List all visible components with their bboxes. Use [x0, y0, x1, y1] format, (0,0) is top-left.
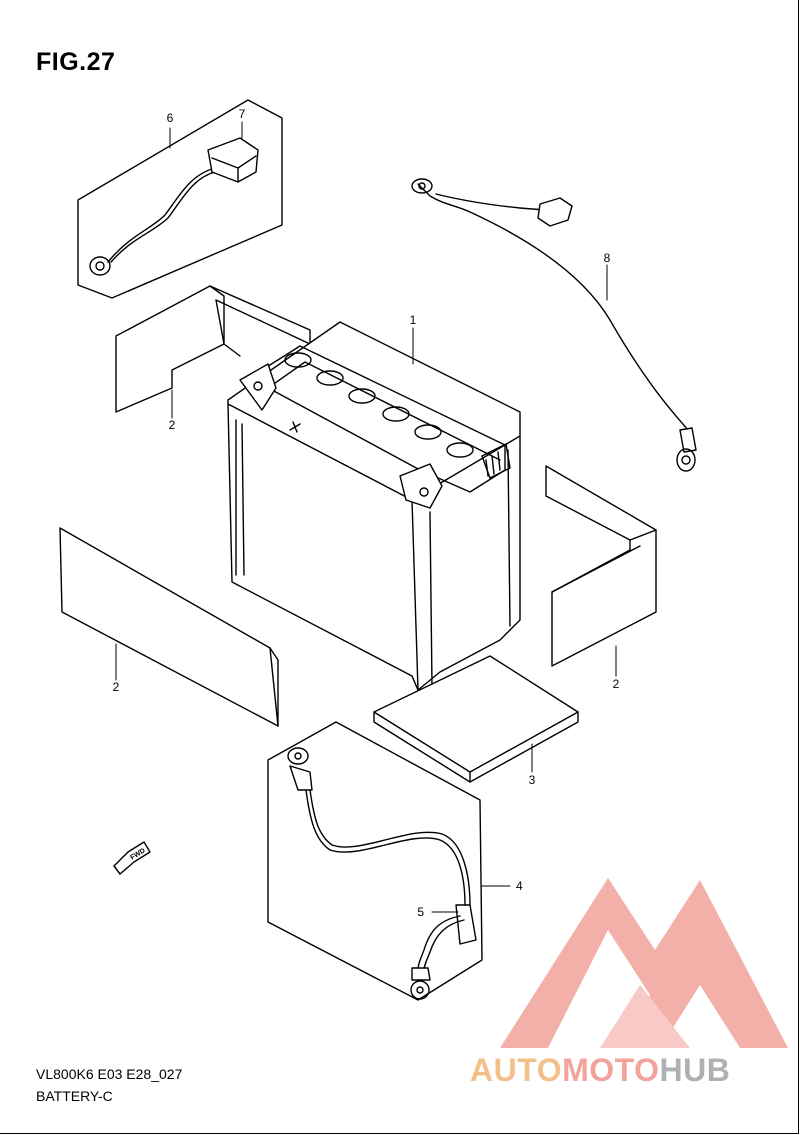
- leader-lines: [115, 121, 617, 913]
- watermark-brand: AUTOMOTOHUB: [470, 1052, 730, 1089]
- watermark-part-auto: AUTO: [470, 1052, 563, 1088]
- watermark-part-moto: MOTO: [562, 1052, 660, 1088]
- watermark-part-hub: HUB: [659, 1052, 731, 1088]
- battery: [227, 321, 521, 691]
- callout-clamp: 5: [417, 905, 424, 919]
- battery-cable-panel: [267, 721, 483, 1001]
- callout-case: 4: [516, 879, 523, 893]
- callout-battery: 1: [410, 313, 417, 327]
- callout-spacer-right: 2: [613, 677, 620, 691]
- battery-pad: [373, 655, 579, 783]
- lead-wire-panel: [77, 99, 283, 299]
- model-code: VL800K6 E03 E28_027: [36, 1066, 183, 1082]
- callout-earth-wire: 8: [604, 251, 611, 265]
- callout-spacer-left: 2: [113, 680, 120, 694]
- callout-lead-wire: 6: [167, 111, 174, 125]
- section-name: BATTERY-C: [36, 1088, 113, 1104]
- left-spacer: [59, 527, 279, 727]
- fwd-arrow-icon: [113, 841, 151, 875]
- callout-spacer-upper: 2: [169, 418, 176, 432]
- earth-wire: [411, 178, 697, 472]
- right-spacer: [545, 465, 657, 667]
- callout-cap: 7: [239, 107, 246, 121]
- watermark-logo-mark: [500, 878, 788, 1048]
- upper-spacer: [115, 285, 311, 413]
- figure-title: FIG.27: [36, 48, 116, 76]
- callout-pad: 3: [529, 773, 536, 787]
